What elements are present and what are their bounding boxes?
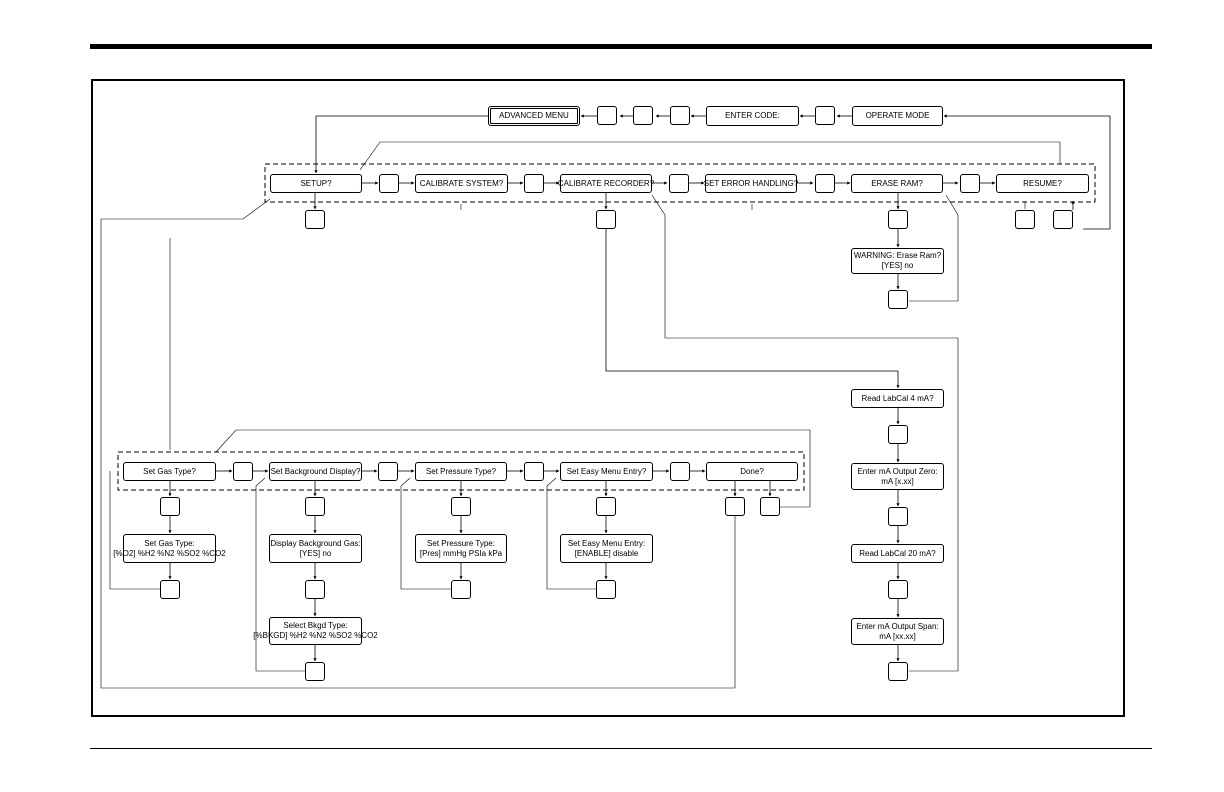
read-labcal-4ma-box: Read LabCal 4 mA? [851, 389, 944, 408]
key-main-3 [669, 174, 689, 193]
select-bkgd-type-box: Select Bkgd Type: [%BKGD] %H2 %N2 %SO2 %… [253, 617, 378, 645]
key-main-2 [524, 174, 544, 193]
key-gas-confirm [160, 580, 180, 599]
key-resume-1 [1015, 210, 1035, 229]
key-easy-confirm [596, 580, 616, 599]
pressure-type-options-box: Set Pressure Type: [Pres] mmHg PSIa kPa [415, 534, 507, 563]
key-main-1 [379, 174, 399, 193]
diagram-frame [91, 79, 1125, 717]
operate-mode-box: OPERATE MODE [852, 106, 943, 126]
gas-type-options-box: Set Gas Type: [%O2] %H2 %N2 %SO2 %CO2 [113, 534, 226, 563]
enter-ma-output-span-box: Enter mA Output Span: mA [xx.xx] [851, 618, 944, 645]
footer-rule [90, 748, 1152, 749]
header-rule [90, 44, 1152, 49]
pressure-type-line1: Set Pressure Type: [427, 538, 495, 548]
key-warning-confirm [888, 290, 908, 309]
advanced-menu-box: ADVANCED MENU [488, 106, 580, 126]
key-up-top-1 [597, 106, 617, 125]
enter-span-line2: mA [xx.xx] [879, 631, 916, 641]
key-pressure-confirm [451, 580, 471, 599]
read-labcal-20ma-box: Read LabCal 20 mA? [851, 544, 944, 563]
warning-erase-ram-box: WARNING: Erase Ram? [YES] no [851, 248, 944, 274]
key-recorder-enter [596, 210, 616, 229]
key-top-4 [815, 106, 835, 125]
key-up-top-3 [670, 106, 690, 125]
pressure-type-line2: [Pres] mmHg PSIa kPa [419, 548, 503, 558]
easy-menu-entry-options-box: Set Easy Menu Entry: [ENABLE] disable [560, 534, 653, 563]
key-resume-2 [1053, 210, 1073, 229]
resume-box: RESUME? [996, 174, 1089, 193]
set-gas-type-box: Set Gas Type? [123, 462, 216, 481]
key-done-2 [760, 497, 780, 516]
set-error-handling-box: SET ERROR HANDLING? [704, 174, 798, 193]
enter-code-box: ENTER CODE: [706, 106, 799, 126]
key-sub-4 [670, 462, 690, 481]
key-labcal-4 [888, 425, 908, 444]
main-menu-group [264, 163, 1096, 203]
set-easy-menu-entry-box: Set Easy Menu Entry? [560, 462, 653, 481]
gas-type-line1: Set Gas Type: [144, 538, 195, 548]
select-bkgd-line2: [%BKGD] %H2 %N2 %SO2 %CO2 [253, 631, 378, 640]
done-box: Done? [706, 462, 798, 481]
warning-erase-line2: [YES] no [881, 261, 914, 270]
enter-ma-output-zero-box: Enter mA Output Zero: mA [x.xx] [851, 463, 944, 490]
easy-entry-line2: [ENABLE] disable [574, 548, 639, 558]
key-span [888, 662, 908, 681]
enter-span-line1: Enter mA Output Span: [856, 621, 939, 631]
key-setup-enter [305, 210, 325, 229]
key-done-1 [725, 497, 745, 516]
key-zero [888, 507, 908, 526]
display-bkgd-line1: Display Background Gas: [270, 538, 361, 548]
key-pressure-enter [451, 497, 471, 516]
key-main-5 [960, 174, 980, 193]
set-pressure-type-box: Set Pressure Type? [415, 462, 507, 481]
erase-ram-box: ERASE RAM? [851, 174, 943, 193]
enter-zero-line2: mA [x.xx] [881, 476, 914, 486]
key-display-bkgd-confirm [305, 580, 325, 599]
key-sub-2 [378, 462, 398, 481]
gas-type-line2: [%O2] %H2 %N2 %SO2 %CO2 [113, 548, 226, 558]
easy-entry-line1: Set Easy Menu Entry: [567, 538, 646, 548]
select-bkgd-line1: Select Bkgd Type: [283, 621, 348, 630]
key-main-4 [815, 174, 835, 193]
key-select-bkgd-confirm [305, 662, 325, 681]
display-bkgd-line2: [YES] no [299, 548, 332, 558]
key-bkgd-enter [305, 497, 325, 516]
enter-zero-line1: Enter mA Output Zero: [857, 466, 938, 476]
setup-box: SETUP? [270, 174, 362, 193]
key-gas-enter [160, 497, 180, 516]
key-easy-enter [596, 497, 616, 516]
key-labcal-20 [888, 580, 908, 599]
key-up-top-2 [633, 106, 653, 125]
display-background-gas-box: Display Background Gas: [YES] no [269, 534, 362, 563]
key-sub-1 [233, 462, 253, 481]
key-sub-3 [524, 462, 544, 481]
set-background-display-box: Set Background Display? [269, 462, 362, 481]
key-erase-enter [888, 210, 908, 229]
calibrate-recorder-box: CALIBRATE RECORDER? [558, 174, 654, 193]
calibrate-system-box: CALIBRATE SYSTEM? [415, 174, 508, 193]
warning-erase-line1: WARNING: Erase Ram? [853, 251, 942, 260]
